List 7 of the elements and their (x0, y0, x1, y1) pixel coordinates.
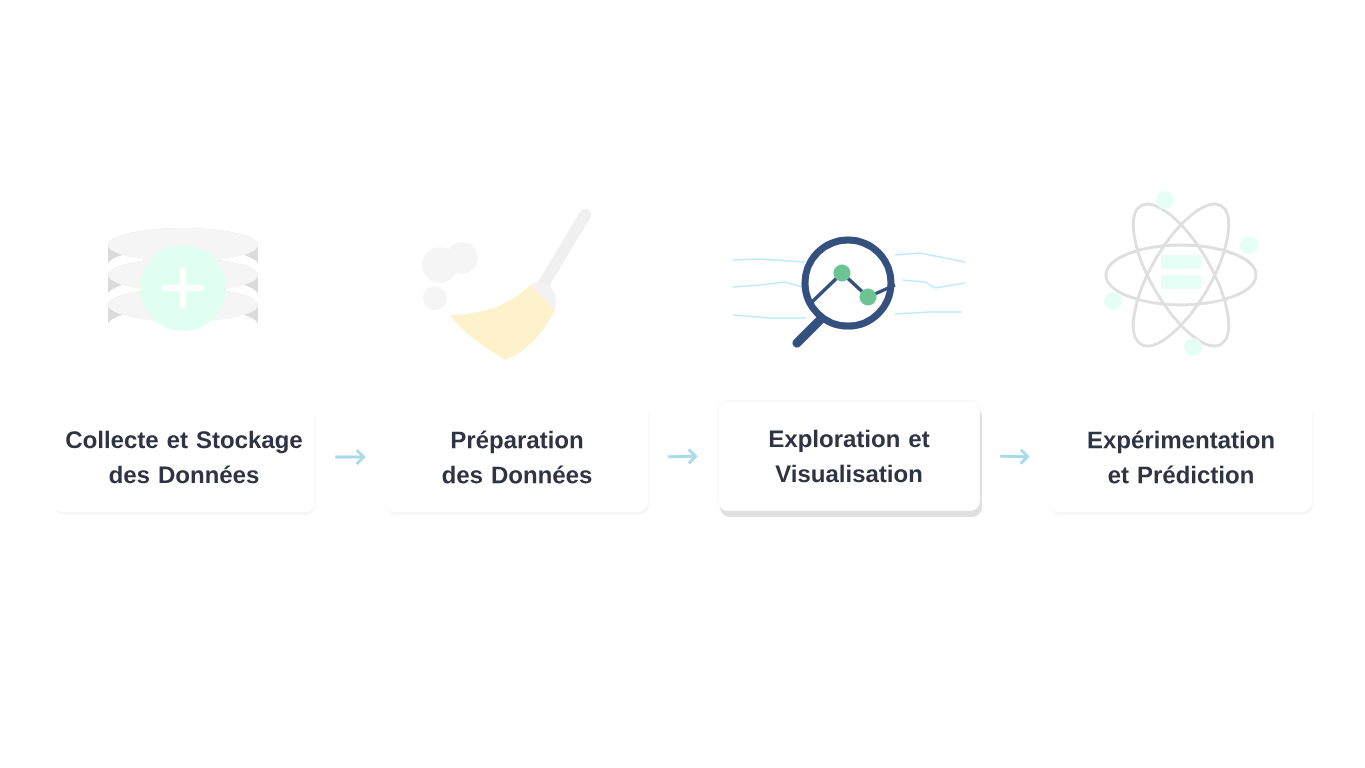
process-box: Expérimentation et Prédiction (1050, 402, 1313, 515)
process-box: Collecte et Stockage des Données (53, 402, 316, 515)
arrow (668, 448, 698, 465)
arrow (1000, 448, 1030, 465)
arrow (335, 448, 366, 466)
process-box: Préparation des Données (386, 402, 649, 515)
process-box: Exploration et Visualisation (717, 400, 982, 517)
